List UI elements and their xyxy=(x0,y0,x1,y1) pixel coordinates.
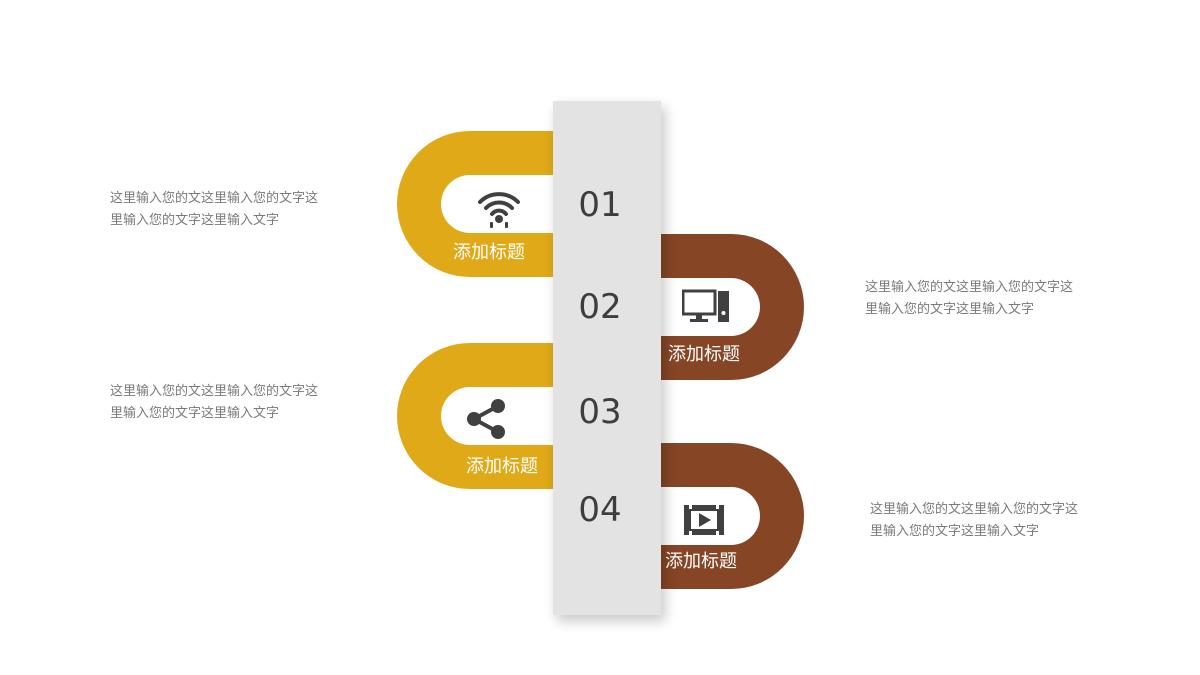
step-1-number: 01 xyxy=(578,185,622,225)
step-1-title: 添加标题 xyxy=(453,242,525,263)
video-icon xyxy=(680,496,728,544)
step-4-description: 这里输入您的文这里输入您的文字这 里输入您的文字这里输入文字 xyxy=(870,502,1079,539)
step-3-description: 这里输入您的文这里输入您的文字这 里输入您的文字这里输入文字 xyxy=(110,384,319,421)
wifi-icon xyxy=(475,182,523,230)
share-icon xyxy=(462,395,510,443)
computer-icon xyxy=(682,283,730,331)
step-2-number: 02 xyxy=(578,287,622,327)
step-3-number: 03 xyxy=(578,392,622,432)
step-1-description: 这里输入您的文这里输入您的文字这 里输入您的文字这里输入文字 xyxy=(110,191,319,228)
step-4-number: 04 xyxy=(578,490,622,530)
step-2-description: 这里输入您的文这里输入您的文字这 里输入您的文字这里输入文字 xyxy=(865,280,1074,317)
step-3-title: 添加标题 xyxy=(466,456,538,477)
number-strip xyxy=(553,101,661,615)
step-2-title: 添加标题 xyxy=(668,344,740,365)
step-4-title: 添加标题 xyxy=(665,551,737,572)
